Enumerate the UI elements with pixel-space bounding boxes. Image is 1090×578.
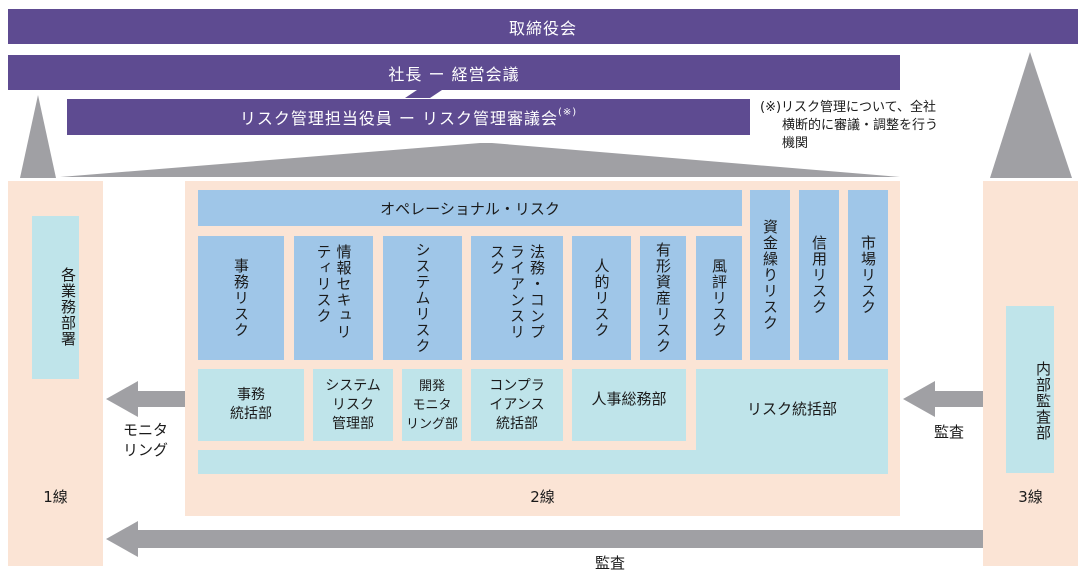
line2-label: 2線	[530, 488, 555, 506]
risk-management-dept-label: リスク統括部	[746, 400, 837, 418]
note-line-2: 横断的に審議・調整を行う	[782, 118, 939, 133]
note: (※)リスク管理について、全社 横断的に審議・調整を行う 機関	[760, 99, 985, 153]
monitoring-label: モニタ リング	[122, 421, 168, 459]
audit-arrow-bottom	[106, 521, 983, 557]
audit-arrow-right	[903, 381, 983, 417]
operational-risk-bar: オペレーショナル・リスク	[198, 190, 742, 226]
risk-box-tangible-assets: 有形資産リスク	[640, 236, 686, 360]
dept-administrative: 事務 統括部	[198, 369, 304, 441]
risk-officer-text: リスク管理担当役員 ー リスク管理審議会	[239, 109, 558, 128]
line1-label: 1線	[43, 488, 68, 506]
top-link	[405, 88, 445, 98]
line1-dept: 各業務部署	[32, 216, 79, 379]
risk-box-legal-compliance: 法務・コンプライアンスリスク	[471, 236, 563, 360]
note-line-1: (※)リスク管理について、全社	[760, 100, 936, 115]
board-bar: 取締役会	[8, 9, 1078, 44]
risk-box-credit: 信用リスク	[799, 190, 839, 360]
audit-right-label: 監査	[933, 423, 964, 441]
dept-compliance: コンプラ イアンス 統括部	[471, 369, 563, 441]
risk-officer-mark: (※)	[558, 106, 578, 118]
line3-dept: 内部監査部	[1006, 306, 1054, 473]
left-up-triangle	[20, 95, 56, 178]
audit-bottom-label: 監査	[594, 554, 625, 572]
risk-box-system: システムリスク	[383, 236, 462, 360]
note-line-3: 機関	[782, 136, 809, 151]
dept-hr-general-affairs: 人事総務部	[572, 369, 686, 441]
risk-box-information-security-label: 情報セキュリティリスク	[314, 244, 353, 340]
risk-management-dept: リスク統括部	[696, 369, 888, 474]
risk-box-information-security: 情報セキュリティリスク	[294, 236, 373, 360]
risk-box-market: 市場リスク	[848, 190, 888, 360]
risk-box-reputation: 風評リスク	[696, 236, 742, 360]
risk-officer-bar: リスク管理担当役員 ー リスク管理審議会(※)	[67, 99, 750, 135]
risk-box-liquidity: 資金繰りリスク	[750, 190, 790, 360]
risk-box-administrative: 事務リスク	[198, 236, 284, 360]
dept-development-monitoring: 開発 モニタ リング部	[402, 369, 462, 441]
center-trapezoid	[60, 143, 900, 177]
line3-label: 3線	[1018, 488, 1043, 506]
president-bar: 社長 ー 経営会議	[8, 55, 900, 90]
dept-system-risk: システム リスク 管理部	[313, 369, 393, 441]
risk-box-personnel: 人的リスク	[572, 236, 631, 360]
monitoring-arrow	[106, 381, 185, 417]
right-up-triangle	[990, 52, 1072, 178]
risk-box-legal-compliance-label: 法務・コンプライアンスリスク	[488, 244, 546, 340]
